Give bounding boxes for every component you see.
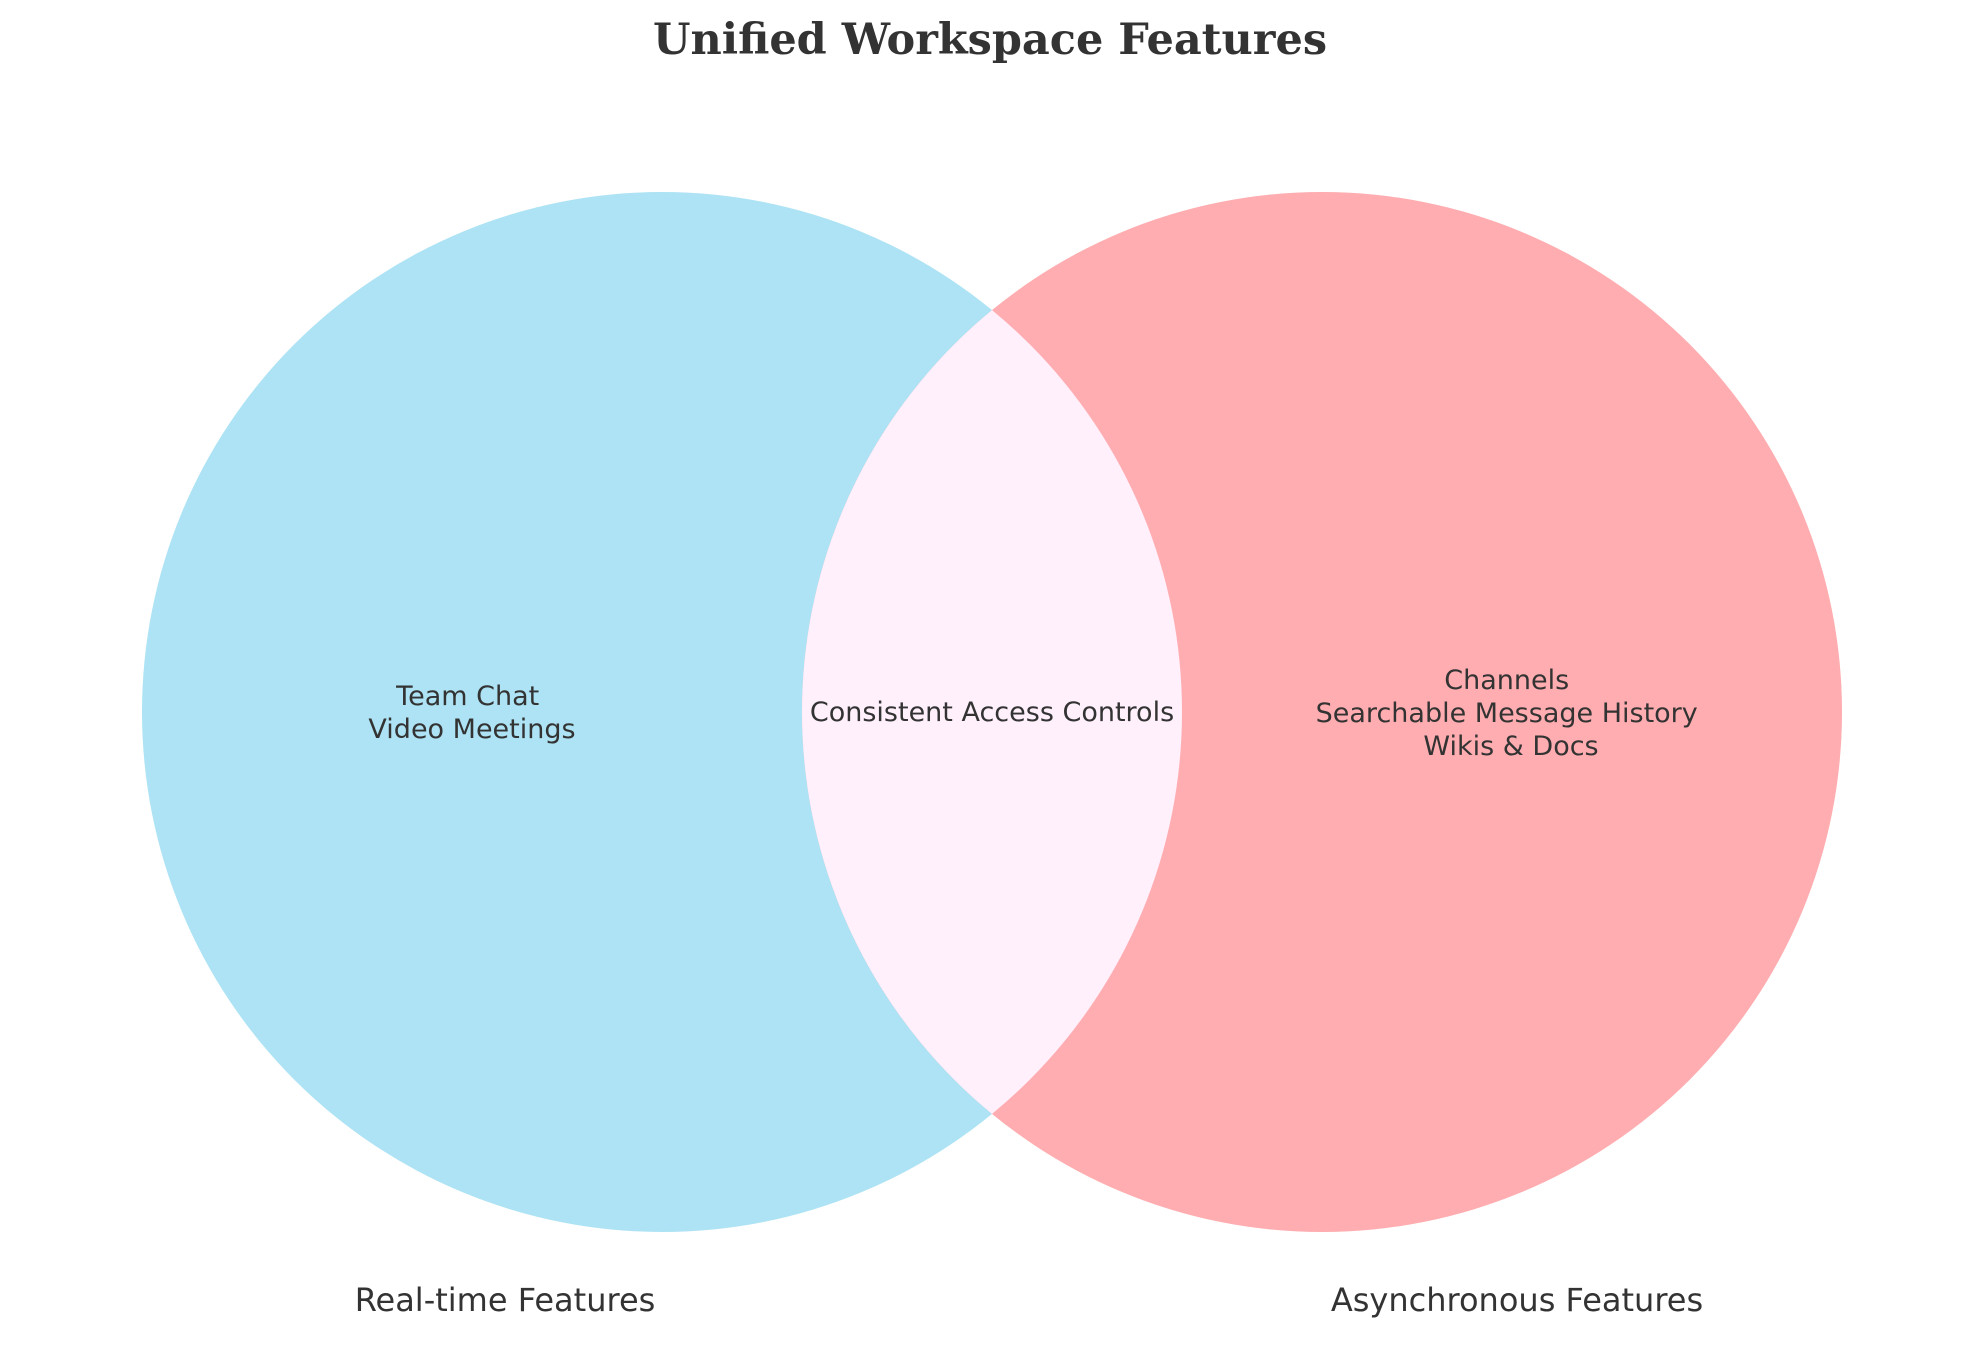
real-time-item: Team Chat	[395, 681, 539, 712]
asynchronous-item: Channels	[1444, 665, 1569, 696]
intersection-region	[802, 192, 1182, 1232]
asynchronous-items: Channels Searchable Message History Wiki…	[1316, 665, 1707, 762]
diagram-title: Unified Workspace Features	[653, 15, 1327, 65]
intersection-item: Consistent Access Controls	[810, 697, 1174, 728]
real-time-item: Video Meetings	[368, 714, 575, 745]
asynchronous-label: Asynchronous Features	[1331, 1281, 1703, 1319]
asynchronous-item: Wikis & Docs	[1423, 731, 1598, 762]
real-time-label: Real-time Features	[355, 1281, 656, 1319]
real-time-items: Team Chat Video Meetings	[368, 681, 575, 745]
asynchronous-item: Searchable Message History	[1316, 698, 1698, 729]
intersection-items: Consistent Access Controls	[810, 697, 1174, 728]
